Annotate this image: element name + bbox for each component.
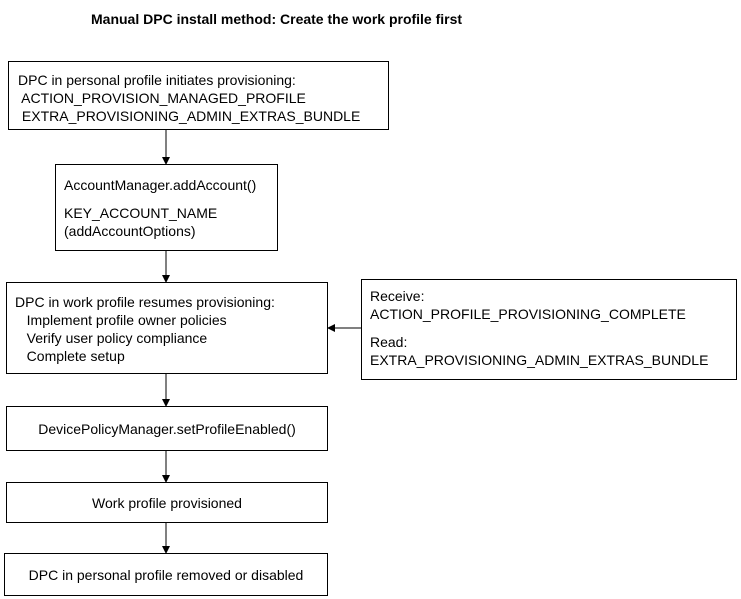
receive-complete-box: Receive: ACTION_PROFILE_PROVISIONING_COM… <box>361 279 737 380</box>
work-profile-provisioned-box: Work profile provisioned <box>6 482 328 523</box>
initiate-provisioning-box: DPC in personal profile initiates provis… <box>8 61 389 130</box>
set-profile-enabled-box: DevicePolicyManager.setProfileEnabled() <box>6 406 328 451</box>
resume-line-4: Complete setup <box>15 348 125 364</box>
receive-line-2: ACTION_PROFILE_PROVISIONING_COMPLETE <box>370 306 686 322</box>
resume-provisioning-box: DPC in work profile resumes provisioning… <box>6 282 328 374</box>
add-account-box: AccountManager.addAccount() KEY_ACCOUNT_… <box>55 164 278 251</box>
initiate-line-3: EXTRA_PROVISIONING_ADMIN_EXTRAS_BUNDLE <box>18 108 361 124</box>
receive-line-4: EXTRA_PROVISIONING_ADMIN_EXTRAS_BUNDLE <box>370 352 709 368</box>
resume-line-1: DPC in work profile resumes provisioning… <box>15 294 275 310</box>
add-account-line-3: (addAccountOptions) <box>64 223 196 239</box>
receive-line-1: Receive: <box>370 288 425 304</box>
add-account-line-1: AccountManager.addAccount() <box>64 177 257 193</box>
add-account-line-2: KEY_ACCOUNT_NAME <box>64 205 218 221</box>
initiate-line-1: DPC in personal profile initiates provis… <box>18 72 296 88</box>
resume-line-2: Implement profile owner policies <box>15 312 227 328</box>
set-profile-enabled-label: DevicePolicyManager.setProfileEnabled() <box>38 420 296 437</box>
receive-line-3: Read: <box>370 334 408 350</box>
work-profile-provisioned-label: Work profile provisioned <box>92 494 242 511</box>
initiate-line-2: ACTION_PROVISION_MANAGED_PROFILE <box>18 90 306 106</box>
resume-line-3: Verify user policy compliance <box>15 330 208 346</box>
dpc-removed-box: DPC in personal profile removed or disab… <box>4 553 328 596</box>
diagram-title: Manual DPC install method: Create the wo… <box>91 11 463 27</box>
dpc-removed-label: DPC in personal profile removed or disab… <box>28 566 304 583</box>
